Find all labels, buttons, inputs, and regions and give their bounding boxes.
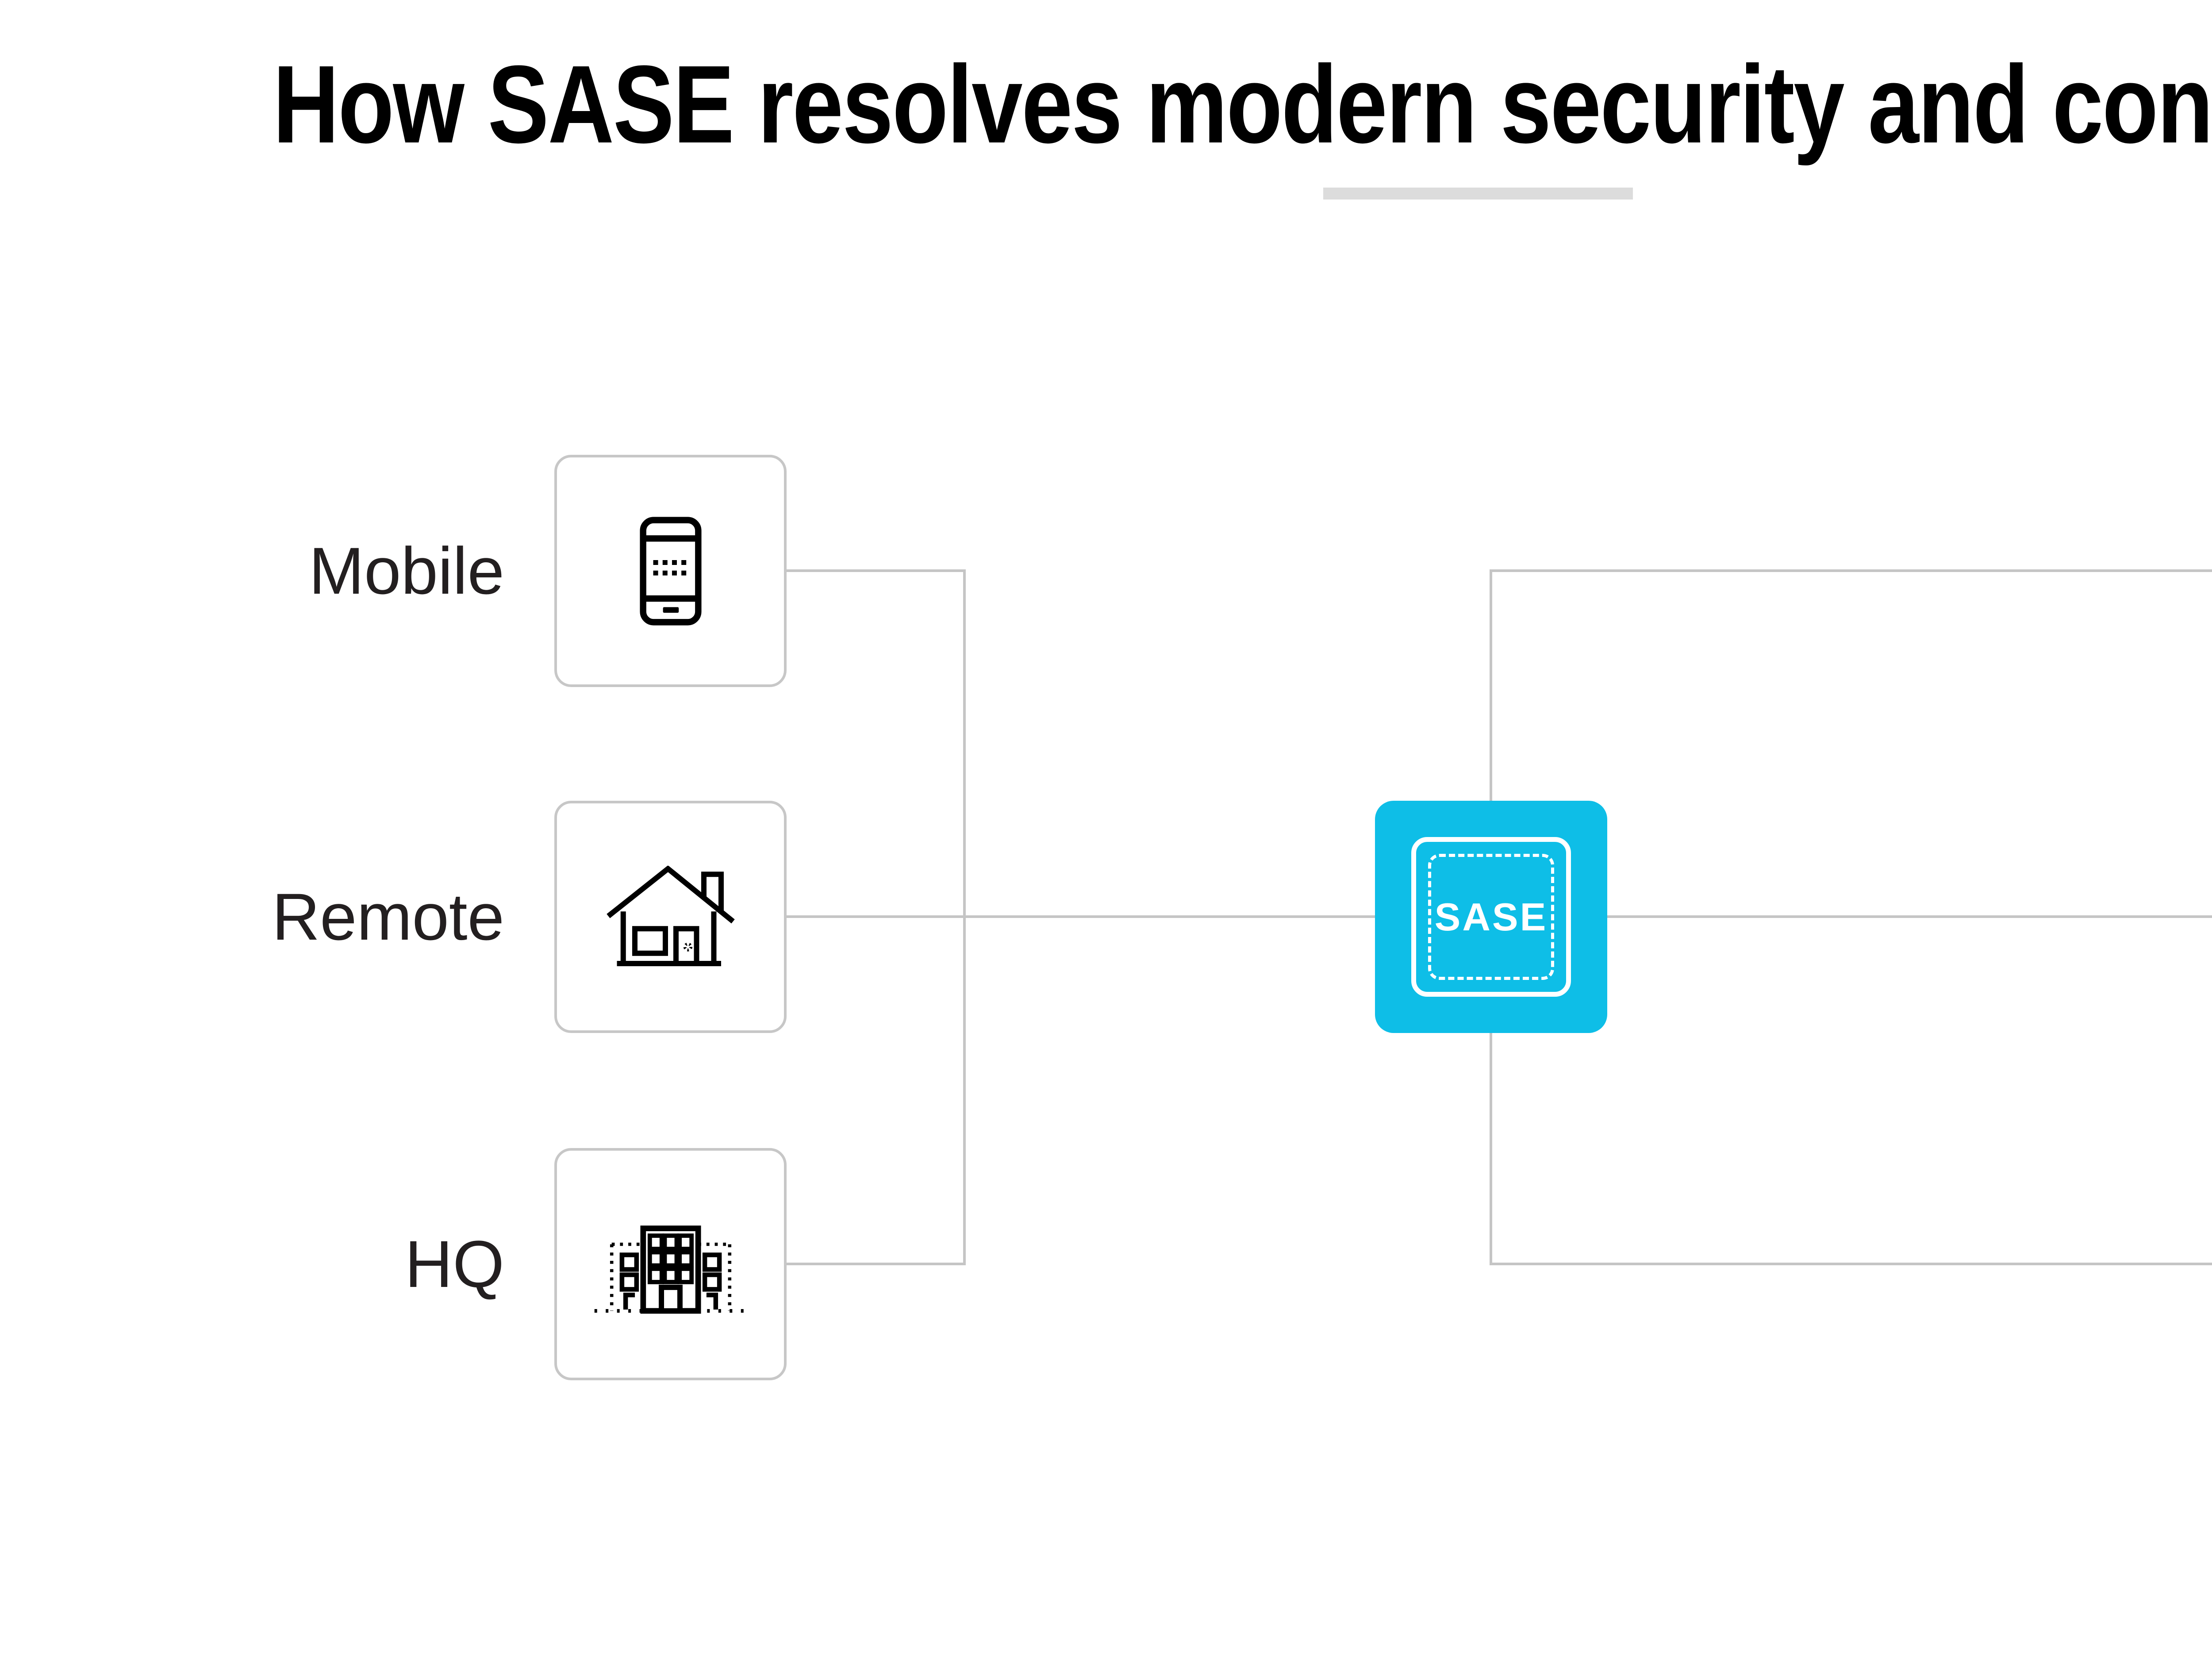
smartphone-icon xyxy=(639,516,702,626)
hq-node-box xyxy=(554,1148,787,1380)
remote-label: Remote xyxy=(272,879,504,954)
remote-node-box xyxy=(554,801,787,1033)
sase-dashed-frame-icon xyxy=(1428,854,1554,980)
connector-mobile-to-bus xyxy=(787,569,964,572)
mobile-label: Mobile xyxy=(309,534,504,608)
mobile-node-box xyxy=(554,455,787,687)
sase-inner-frame xyxy=(1411,837,1571,997)
sase-label: SASE xyxy=(1434,895,1548,939)
connector-sase-to-datacenter xyxy=(1607,915,2212,918)
left-bus-line xyxy=(963,569,966,1265)
connector-hq-to-bus xyxy=(787,1263,964,1265)
connector-remote-to-sase xyxy=(787,915,1375,918)
connector-sase-to-datacenterapps xyxy=(1491,1263,2212,1265)
title-underline-divider xyxy=(1323,188,1633,200)
house-icon xyxy=(606,865,735,966)
office-building-icon xyxy=(594,1225,747,1314)
hq-label: HQ xyxy=(405,1227,504,1301)
sase-node-box: SASE xyxy=(1375,801,1607,1033)
connector-sase-to-cloud xyxy=(1491,569,2212,572)
page-title: How SASE resolves modern security and co… xyxy=(273,42,2212,166)
